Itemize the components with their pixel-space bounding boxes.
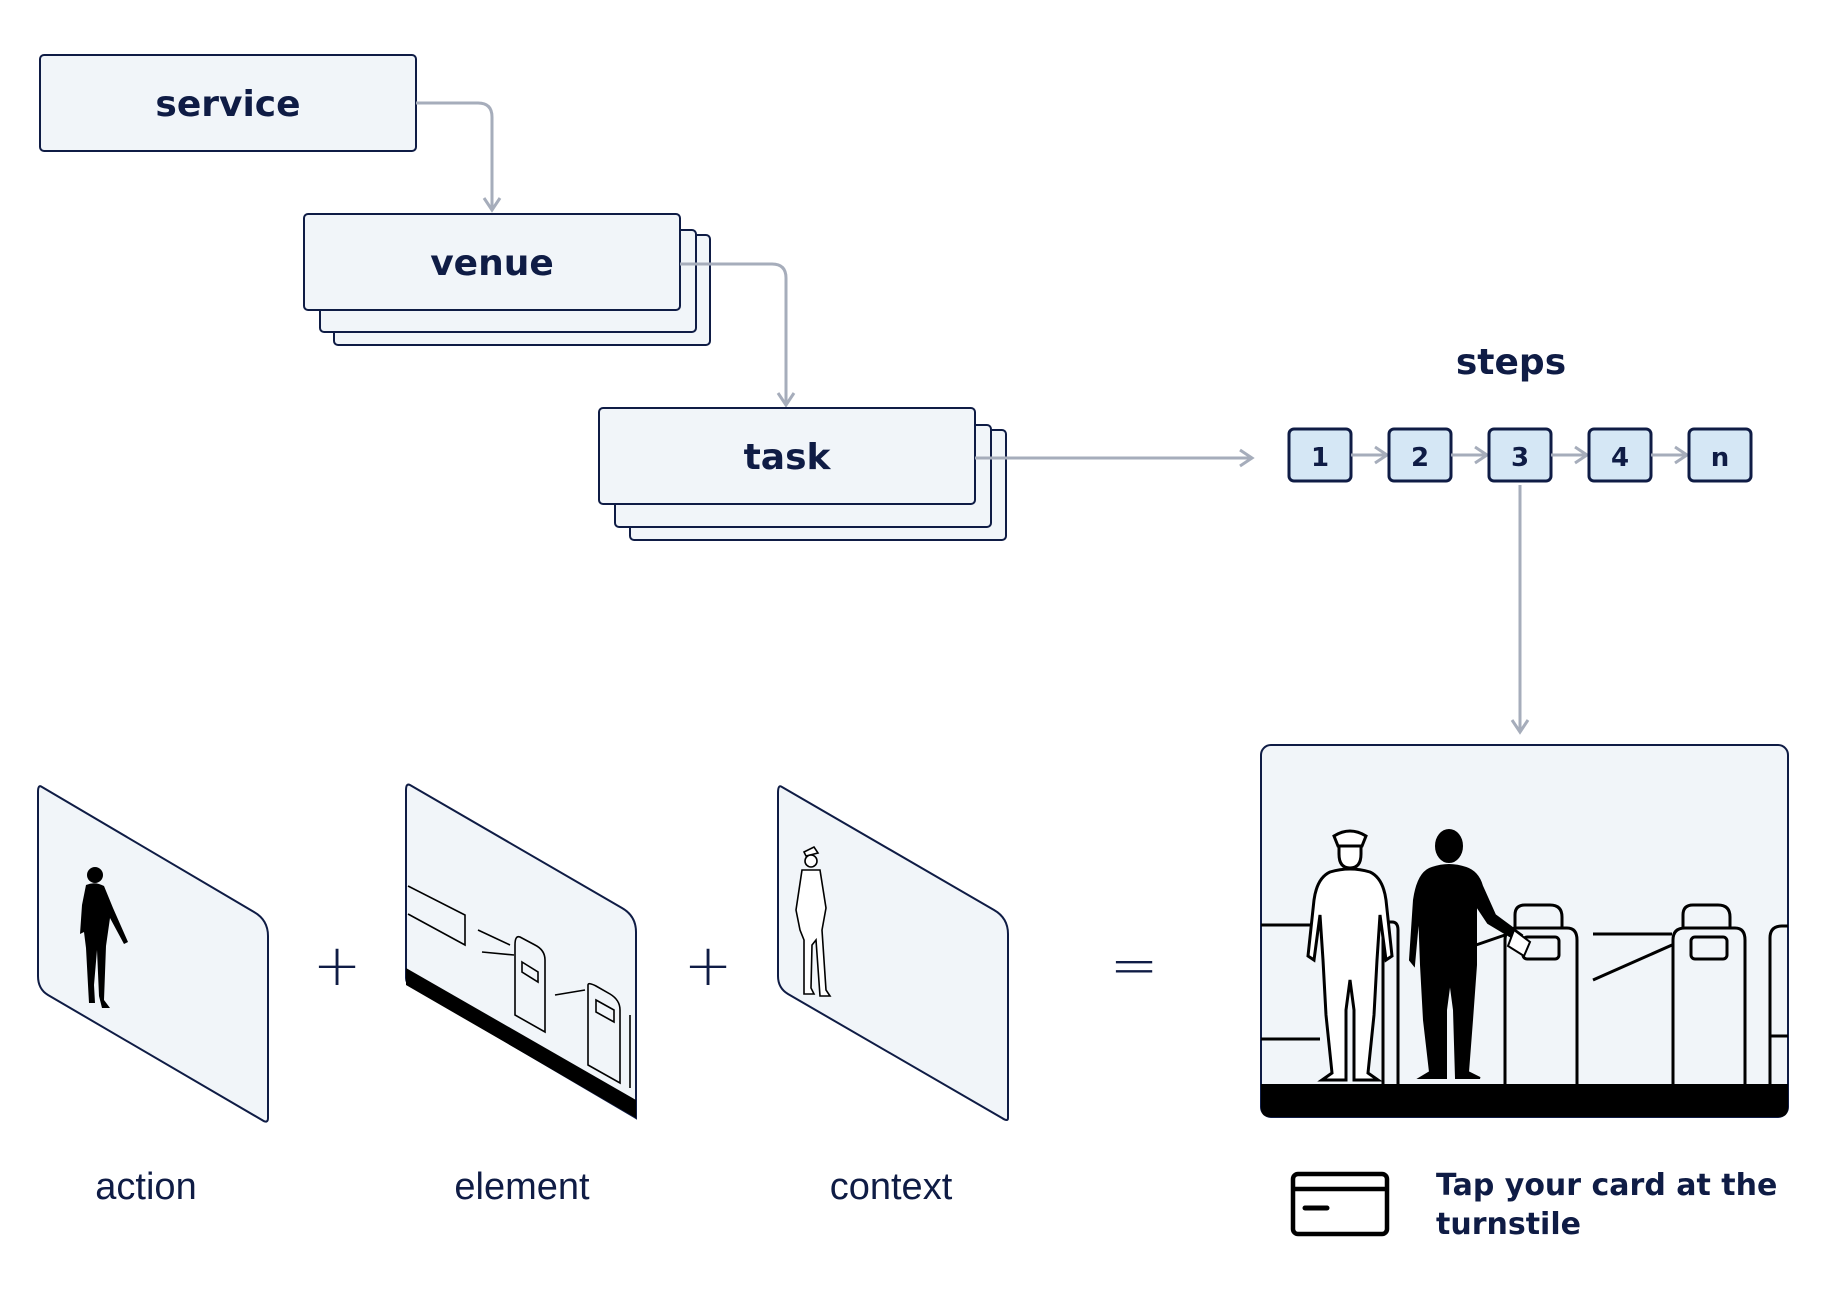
card-in-hand-icon <box>1506 928 1532 958</box>
guard-figure-icon <box>1306 829 1394 1082</box>
venue-to-task-connector <box>680 262 796 408</box>
steps-sequence: 1 2 3 4 n <box>1287 427 1753 483</box>
equals-sign: = <box>1110 931 1159 999</box>
action-card <box>37 785 269 1123</box>
rider-figure-icon <box>1408 829 1524 1079</box>
venue-box-stack: venue <box>303 213 711 346</box>
step-label-1: 1 <box>1311 443 1329 473</box>
venue-label: venue <box>430 243 554 284</box>
step-label-n: n <box>1711 443 1730 473</box>
result-caption-line2: turnstile <box>1436 1207 1581 1242</box>
turnstile-2 <box>1671 903 1747 1084</box>
step-label-4: 4 <box>1611 443 1629 473</box>
action-label: action <box>95 1166 196 1208</box>
steps-title: steps <box>1456 342 1566 383</box>
card-icon <box>1290 1171 1390 1237</box>
service-label: service <box>155 84 300 125</box>
element-label: element <box>454 1166 590 1208</box>
turnstile-3-partial <box>1768 924 1788 1084</box>
service-box: service <box>39 54 417 152</box>
step-label-2: 2 <box>1411 443 1429 473</box>
scene-floor <box>1261 1084 1788 1117</box>
turnstile-outline-icon <box>407 885 631 1088</box>
floor-strip <box>406 968 636 1118</box>
guard-outline-icon <box>795 845 832 997</box>
context-card <box>777 785 1009 1121</box>
result-caption-line1: Tap your card at the <box>1436 1168 1777 1203</box>
context-label: context <box>830 1166 953 1208</box>
step-label-3: 3 <box>1511 443 1529 473</box>
task-box-stack: task <box>598 407 1007 541</box>
person-silhouette-icon <box>80 867 128 1008</box>
scene-railings <box>1261 923 1673 1041</box>
service-to-venue-connector <box>416 101 502 213</box>
result-scene <box>1260 744 1789 1118</box>
task-label: task <box>744 437 832 478</box>
element-card <box>405 783 637 1120</box>
step-box-n <box>1687 427 1753 483</box>
plus-sign-2: + <box>684 931 733 999</box>
plus-sign-1: + <box>313 931 362 999</box>
